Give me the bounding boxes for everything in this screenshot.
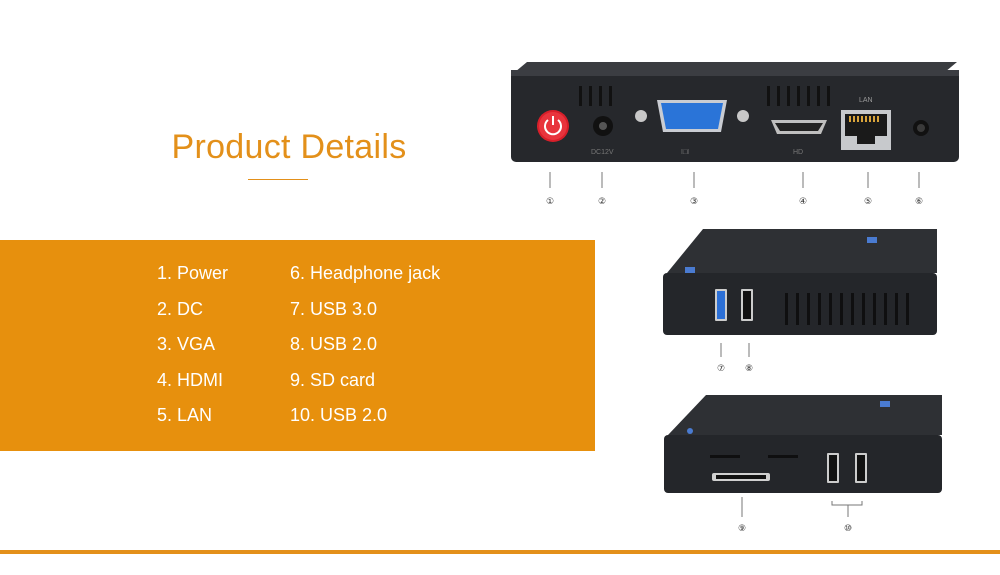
callout-8: ⑧ [745,364,753,374]
spec-item-sd-card: 9. SD card [290,369,376,390]
front-panel-image: ⑨ ⑩ [664,395,942,534]
spec-item-lan: 5. LAN [157,405,213,425]
svg-text:I□I: I□I [681,149,689,156]
spec-item-power: 1. Power [157,263,229,283]
spec-item-usb2: 8. USB 2.0 [290,334,378,354]
spec-column-left: 1. Power 2. DC 3. VGA 4. HDMI 5. LAN [157,262,228,440]
spec-item-headphone: 6. Headphone jack [290,263,441,283]
spec-panel: 1. Power 2. DC 3. VGA 4. HDMI 5. LAN 6. … [0,240,595,451]
callout-5: ⑤ [864,197,872,207]
bottom-accent-line [0,550,1000,554]
page-title: Product Details [171,128,407,166]
rear-panel-image: DC12V I□I HD LAN ① ② ③ ④ ⑤ ⑥ [511,62,959,207]
spec-item-hdmi: 4. HDMI [157,369,224,390]
callout-7: ⑦ [717,364,725,374]
callout-4: ④ [799,197,807,207]
spec-item-dc: 2. DC [157,298,204,319]
callout-2: ② [598,197,606,207]
vga-port-icon [635,100,749,132]
callout-6: ⑥ [915,197,923,207]
dc-label: DC12V [591,149,614,156]
lan-port-icon [841,110,891,150]
spec-item-vga: 3. VGA [157,334,216,354]
lan-label: LAN [859,97,873,104]
side-panel-image: ⑦ ⑧ [663,229,937,374]
spec-item-usb3: 7. USB 3.0 [290,298,378,319]
callout-1: ① [546,197,554,207]
callout-9: ⑨ [738,524,746,534]
callout-3: ③ [690,197,698,207]
title-underline [248,179,308,180]
spec-item-usb2-front: 10. USB 2.0 [290,405,388,425]
callout-10: ⑩ [844,524,852,534]
hdmi-label: HD [793,149,803,156]
spec-column-right: 6. Headphone jack 7. USB 3.0 8. USB 2.0 … [290,262,440,440]
